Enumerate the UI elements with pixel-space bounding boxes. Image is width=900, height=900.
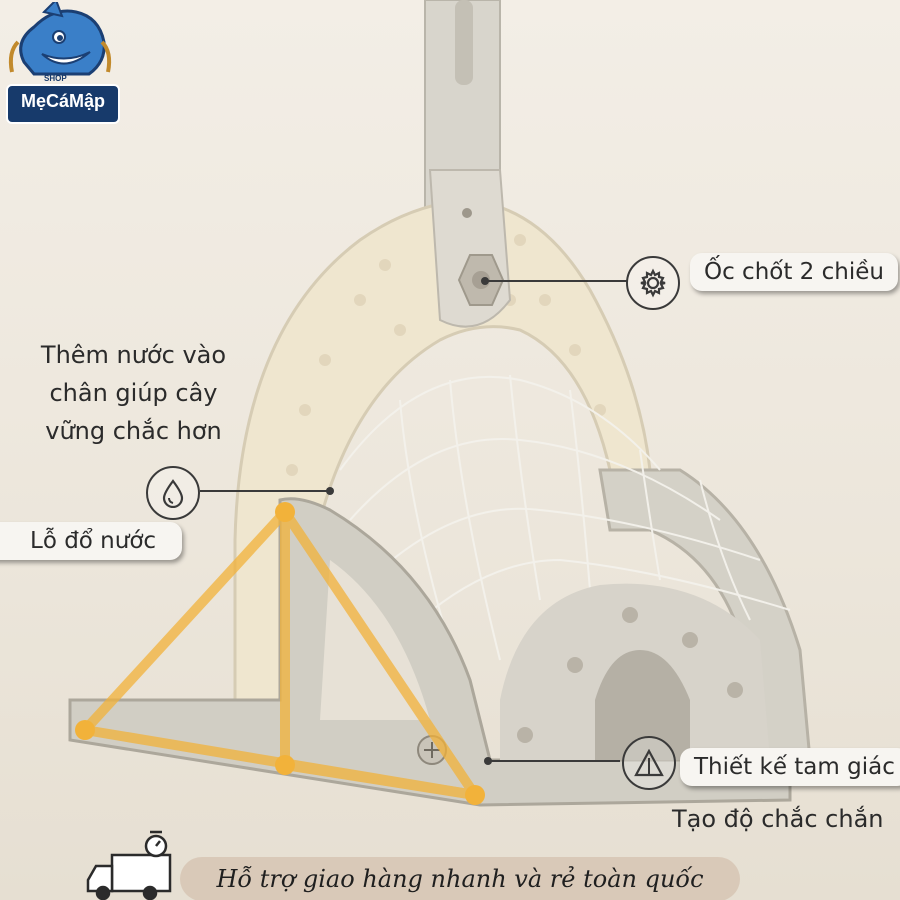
stability-text: Tạo độ chắc chắn: [672, 805, 884, 833]
leader-lines: [200, 280, 628, 762]
logo-brand-name: MẹCáMập: [6, 84, 120, 124]
water-hole-label: Lỗ đổ nước: [0, 522, 183, 560]
triangle-overlay: [81, 508, 480, 800]
logo-shop-text: SHOP: [44, 74, 67, 83]
delivery-banner-text: Hỗ trợ giao hàng nhanh và rẻ toàn quốc: [216, 865, 704, 893]
shop-logo: SHOP MẹCáMập: [4, 0, 120, 124]
water-tip-line-1: Thêm nước vào: [40, 341, 227, 369]
pole-slot: [455, 0, 473, 85]
block-arch-hole: [595, 650, 690, 760]
triangle-warning-icon: [622, 736, 676, 790]
water-tip-line-2: chân giúp cây: [49, 379, 218, 407]
water-tip-text: Thêm nước vào chân giúp cây vững chắc hơ…: [26, 336, 241, 450]
delivery-truck-icon: [86, 830, 172, 900]
gear-icon: [626, 256, 680, 310]
water-tip-line-3: vững chắc hơn: [45, 417, 222, 445]
front-base: [68, 497, 792, 807]
triangle-label: Thiết kế tam giác: [680, 748, 900, 786]
water-drop-icon: [146, 466, 200, 520]
bolt-label: Ốc chốt 2 chiều: [690, 253, 898, 291]
cream-arch: [233, 198, 652, 722]
delivery-banner: Hỗ trợ giao hàng nhanh và rẻ toàn quốc: [180, 857, 740, 900]
net: [339, 374, 791, 681]
shark-mascot-icon: [8, 0, 112, 76]
